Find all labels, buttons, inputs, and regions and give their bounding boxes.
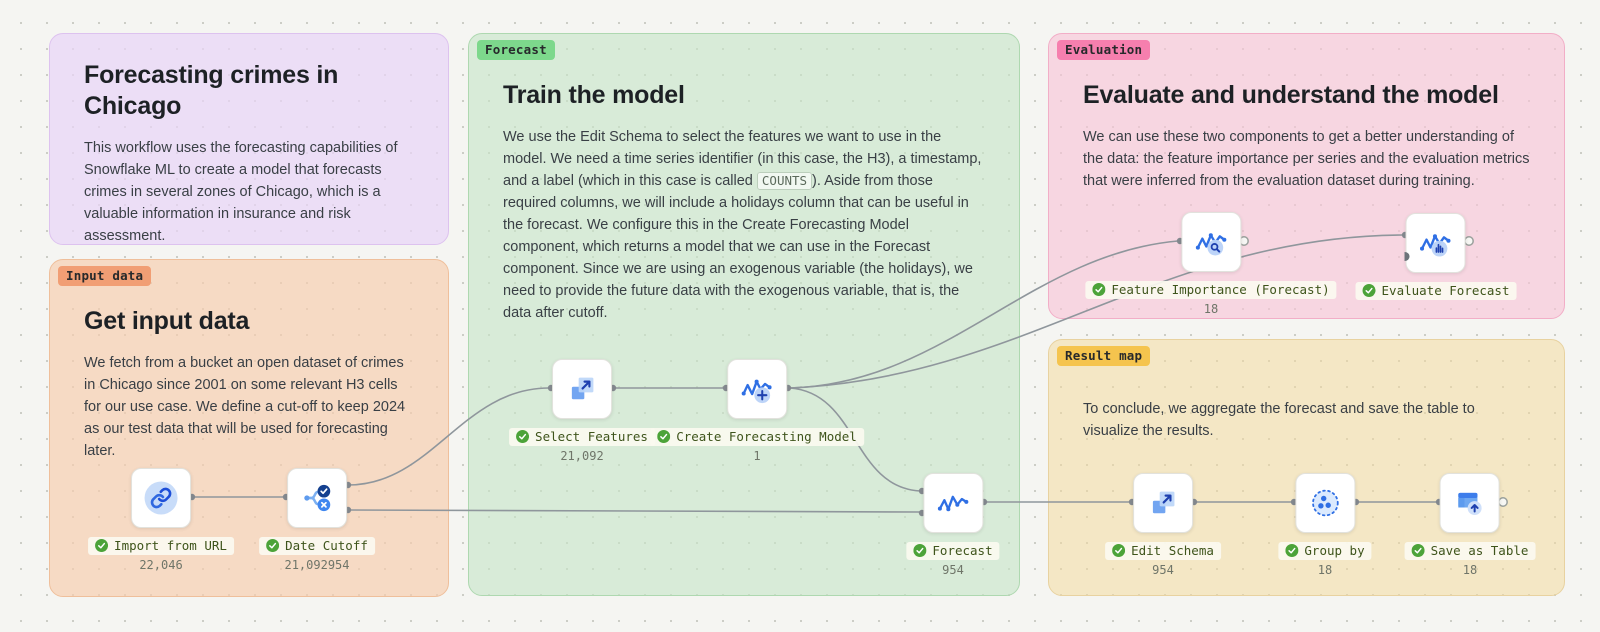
edge-cutoff-to-forecast [347,509,921,513]
success-check-icon [516,430,530,443]
note-card-intro[interactable]: Forecasting crimes in Chicago This workf… [49,33,449,245]
intro-body: This workflow uses the forecasting capab… [84,140,398,245]
input-data-badge: Input data [58,266,152,286]
create-forecasting-model-icon [741,379,772,404]
node-box-forecast[interactable] [923,473,983,533]
node-box-group-by[interactable] [1295,473,1355,533]
note-card-evaluation[interactable]: Evaluation Evaluate and understand the m… [1048,33,1565,319]
save-as-table-icon [1458,492,1483,516]
node-box-import-from-url[interactable] [130,468,191,528]
intro-title: Forecasting crimes in Chicago [84,61,339,120]
success-check-icon [1092,283,1106,296]
node-box-feature-importance[interactable] [1181,212,1241,272]
node-label-date-cutoff: Date Cutoff [259,537,375,555]
node-label-create-forecasting-model: Create Forecasting Model [650,428,864,446]
node-label-edit-schema: Edit Schema [1105,542,1221,560]
node-evaluate-forecast[interactable]: Evaluate Forecast [1355,213,1517,317]
node-box-edit-schema[interactable] [1132,473,1193,533]
node-count-group-by: 18 [1317,563,1333,577]
node-select-features[interactable]: Select Features 21,092 [509,359,655,463]
node-label-import-from-url: Import from URL [88,537,234,555]
node-box-evaluate-forecast[interactable] [1405,213,1466,273]
node-count-import-from-url: 22,046 [139,558,183,572]
success-check-icon [1112,544,1126,557]
input-data-body: We fetch from a bucket an open dataset o… [84,355,406,460]
edge-create-model-to-feature-importance [789,240,1179,389]
success-check-icon [95,539,109,552]
link-icon [144,481,178,515]
node-date-cutoff[interactable]: Date Cutoff 21,092954 [259,468,375,572]
edit-schema-icon [1152,491,1175,514]
node-label-save-as-table: Save as Table [1404,542,1536,560]
node-count-save-as-table: 18 [1462,563,1478,577]
date-cutoff-split-icon [304,484,331,512]
node-label-evaluate-forecast: Evaluate Forecast [1355,282,1517,300]
node-box-select-features[interactable] [551,359,612,419]
node-count-date-cutoff: 21,092954 [284,558,350,572]
node-label-forecast: Forecast [906,542,1000,560]
evaluation-title: Evaluate and understand the model [1083,81,1499,109]
forecast-body: We use the Edit Schema to select the fea… [503,129,982,322]
success-check-icon [1362,284,1376,297]
evaluation-body: We can use these two components to get a… [1083,129,1530,190]
node-box-save-as-table[interactable] [1440,473,1500,533]
node-count-create-forecasting-model: 1 [753,449,761,463]
result-map-body: To conclude, we aggregate the forecast a… [1083,401,1475,440]
node-forecast[interactable]: Forecast 954 [906,473,1000,577]
node-create-forecasting-model[interactable]: Create Forecasting Model 1 [650,359,864,463]
node-save-as-table[interactable]: Save as Table 18 [1404,473,1536,577]
evaluate-forecast-icon [1420,234,1451,257]
note-card-forecast[interactable]: Forecast Train the model We use the Edit… [468,33,1020,596]
edge-create-model-to-evaluate-forecast [789,234,1404,389]
node-import-from-url[interactable]: Import from URL 22,046 [88,468,234,572]
group-by-icon [1311,489,1339,517]
node-label-feature-importance: Feature Importance (Forecast) [1085,281,1337,299]
node-label-select-features: Select Features [509,428,655,446]
success-check-icon [1285,544,1299,557]
forecast-line-chart-icon [937,495,968,512]
forecast-badge: Forecast [477,40,555,60]
node-label-group-by: Group by [1278,542,1372,560]
success-check-icon [913,544,927,557]
node-count-select-features: 21,092 [560,449,604,463]
node-edit-schema[interactable]: Edit Schema 954 [1105,473,1221,577]
unconnected-input-stub [1405,252,1410,261]
input-data-title: Get input data [84,307,250,335]
node-count-edit-schema: 954 [1152,563,1174,577]
evaluation-badge: Evaluation [1057,40,1151,60]
counts-code-chip: COUNTS [756,172,813,191]
node-group-by[interactable]: Group by 18 [1278,473,1372,577]
success-check-icon [1411,544,1425,557]
forecast-title: Train the model [503,81,685,109]
node-feature-importance[interactable]: Feature Importance (Forecast) 18 [1085,212,1337,316]
success-check-icon [657,430,671,443]
node-box-date-cutoff[interactable] [286,468,347,528]
edge-cutoff-to-select-features [347,387,550,486]
node-count-feature-importance: 18 [1203,302,1219,316]
edit-schema-icon [571,377,594,400]
feature-importance-icon [1195,233,1226,256]
success-check-icon [266,539,280,552]
node-box-create-forecasting-model[interactable] [727,359,787,419]
node-count-forecast: 954 [942,563,964,577]
result-map-badge: Result map [1057,346,1151,366]
